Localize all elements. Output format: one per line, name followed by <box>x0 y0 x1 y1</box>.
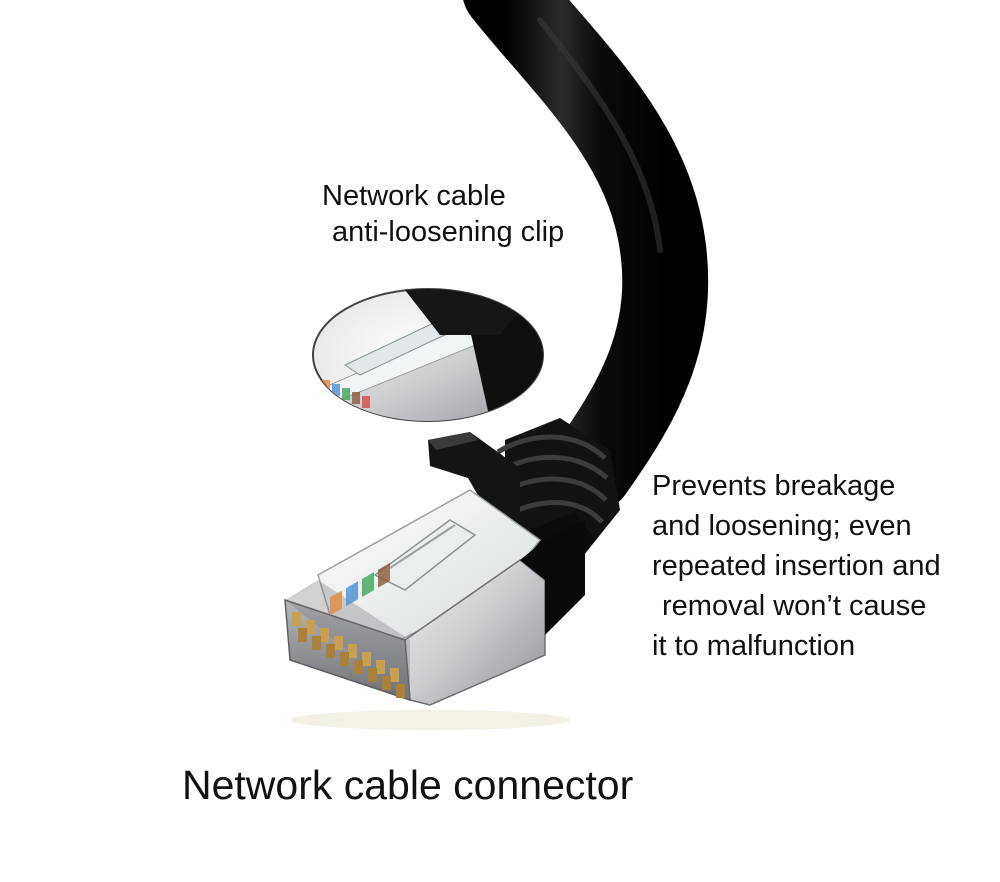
benefit-line4: removal won’t cause <box>662 590 927 622</box>
contact-pin <box>334 636 343 650</box>
inset-wire <box>332 384 340 396</box>
clip-label: Network cable anti-loosening clip <box>322 178 564 251</box>
clip-label-line1: Network cable <box>322 180 506 212</box>
anti-loosening-clip <box>428 432 520 525</box>
cable <box>463 0 709 513</box>
contact-pin <box>390 668 399 682</box>
benefit-line1: Prevents breakage <box>652 470 896 502</box>
contact-pin <box>396 684 405 698</box>
benefit-line5: it to malfunction <box>652 630 856 662</box>
contact-pin <box>382 676 391 690</box>
contact-pin <box>312 636 321 650</box>
inset-wire <box>352 392 360 404</box>
shadow <box>290 710 570 730</box>
benefit-line3: repeated insertion and <box>652 550 941 582</box>
contact-pin <box>320 628 329 642</box>
contact-pin <box>292 612 301 626</box>
contact-pin <box>326 644 335 658</box>
main-caption: Network cable connector <box>182 762 634 808</box>
contact-pin <box>368 668 377 682</box>
inset-wire <box>342 388 350 400</box>
contact-pin <box>306 620 315 634</box>
inset-wire <box>362 396 370 408</box>
contact-pin <box>376 660 385 674</box>
clip-label-line2: anti-loosening clip <box>332 216 565 249</box>
benefit-description: Prevents breakage and loosening; even re… <box>652 466 941 666</box>
internal-wires <box>330 562 390 616</box>
benefit-line2: and loosening; even <box>652 510 912 542</box>
clip-closeup-inset <box>312 288 544 422</box>
contact-pin <box>362 652 371 666</box>
gold-contacts <box>292 612 405 698</box>
contact-pin <box>340 652 349 666</box>
contact-pin <box>298 628 307 642</box>
contact-pin <box>354 660 363 674</box>
contact-pin <box>348 644 357 658</box>
rj45-plug <box>284 489 585 706</box>
